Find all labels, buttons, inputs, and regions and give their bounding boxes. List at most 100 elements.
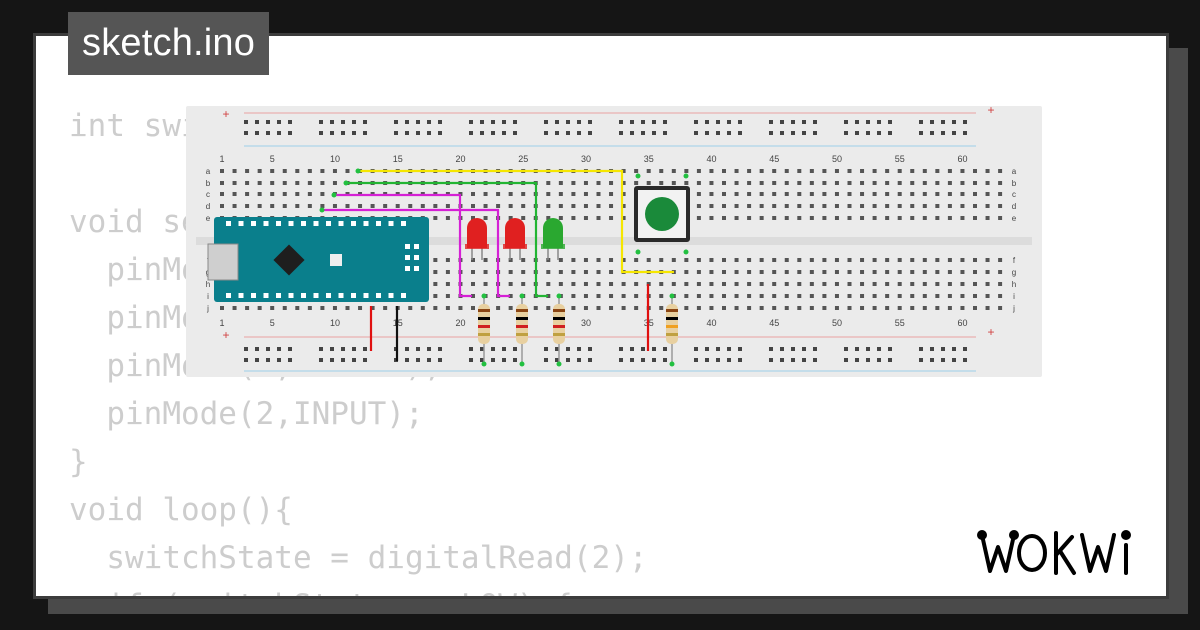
breadboard-hole [583, 216, 588, 220]
breadboard-hole [295, 306, 300, 310]
breadboard-hole [872, 192, 877, 196]
rail-hole [694, 120, 698, 124]
breadboard-hole [621, 192, 626, 196]
rail-hole [844, 120, 848, 124]
resistor-band [666, 325, 678, 328]
rail-hole [405, 347, 409, 351]
header-pin [288, 293, 294, 298]
breadboard-hole [860, 216, 865, 220]
rail-hole [288, 358, 292, 362]
rail-hole [855, 358, 859, 362]
breadboard-hole [433, 270, 438, 274]
rail-hole [694, 347, 698, 351]
breadboard-hole [420, 306, 425, 310]
rail-hole [963, 358, 967, 362]
breadboard-hole [772, 258, 777, 262]
breadboard-hole [985, 169, 990, 173]
breadboard-hole [747, 270, 752, 274]
breadboard-hole [998, 282, 1003, 286]
rail-hole [844, 131, 848, 135]
connection-dot [481, 293, 487, 299]
breadboard-hole [973, 294, 977, 298]
breadboard-hole [797, 306, 802, 310]
breadboard-hole [922, 181, 927, 185]
breadboard-hole [759, 258, 764, 262]
breadboard-hole [973, 192, 977, 196]
breadboard-hole [521, 216, 526, 220]
column-number: 55 [895, 154, 905, 164]
mcu-chip [273, 244, 305, 276]
rail-hole [341, 358, 345, 362]
resistor-band [553, 333, 565, 336]
breadboard-hole [960, 306, 965, 310]
icsp-pin [414, 255, 419, 260]
breadboard-hole [734, 282, 739, 286]
rail-hole [352, 347, 356, 351]
column-number: 25 [518, 154, 528, 164]
breadboard-hole [822, 204, 827, 208]
header-pin [263, 221, 269, 226]
rail-hole [588, 347, 592, 351]
resistor-band [478, 309, 490, 312]
breadboard-hole [659, 169, 664, 173]
breadboard-hole [759, 192, 764, 196]
filename-tab[interactable]: sketch.ino [68, 12, 270, 75]
breadboard-hole [596, 294, 601, 298]
breadboard-hole [684, 181, 689, 185]
breadboard-hole [220, 169, 224, 173]
rail-hole [588, 131, 592, 135]
breadboard-hole [860, 169, 865, 173]
breadboard-hole [897, 258, 902, 262]
breadboard-hole [784, 306, 789, 310]
breadboard-hole [295, 192, 300, 196]
breadboard-hole [245, 306, 250, 310]
button-pin [683, 173, 689, 179]
rail-hole [405, 358, 409, 362]
breadboard-hole [998, 204, 1003, 208]
breadboard-hole [659, 282, 664, 286]
breadboard-hole [897, 282, 902, 286]
breadboard-hole [709, 294, 714, 298]
column-number: 40 [706, 318, 716, 328]
rail-hole [780, 131, 784, 135]
code-line: pinMode(2,INPUT); [69, 396, 424, 432]
breadboard-hole [483, 270, 488, 274]
breadboard-hole [872, 181, 877, 185]
breadboard-hole [922, 294, 927, 298]
rail-hole [513, 131, 517, 135]
row-letter: a [1012, 167, 1017, 176]
rail-hole [930, 358, 934, 362]
breadboard-hole [822, 282, 827, 286]
breadboard-hole [784, 294, 789, 298]
rail-hole [502, 358, 506, 362]
rail-hole [866, 120, 870, 124]
breadboard-hole [596, 258, 601, 262]
rail-hole [416, 120, 420, 124]
rail-hole [663, 131, 667, 135]
breadboard-hole [220, 204, 224, 208]
rail-hole [866, 347, 870, 351]
rail-hole [427, 131, 431, 135]
breadboard-hole [885, 294, 890, 298]
breadboard-hole [947, 258, 952, 262]
breadboard-hole [872, 270, 877, 274]
breadboard-hole [759, 216, 764, 220]
breadboard-hole [784, 270, 789, 274]
connection-dot [519, 361, 525, 367]
breadboard-hole [885, 204, 890, 208]
breadboard-hole [709, 192, 714, 196]
breadboard-hole [998, 294, 1003, 298]
rail-hole [877, 358, 881, 362]
rail-hole [780, 120, 784, 124]
breadboard-hole [621, 204, 626, 208]
rail-hole [469, 120, 473, 124]
rail-hole [780, 358, 784, 362]
rail-hole [716, 131, 720, 135]
breadboard-hole [973, 204, 977, 208]
rail-hole [288, 347, 292, 351]
column-number: 50 [832, 154, 842, 164]
breadboard-hole [320, 192, 325, 196]
breadboard-hole [847, 204, 852, 208]
resistor-band [666, 309, 678, 312]
rail-hole [888, 120, 892, 124]
